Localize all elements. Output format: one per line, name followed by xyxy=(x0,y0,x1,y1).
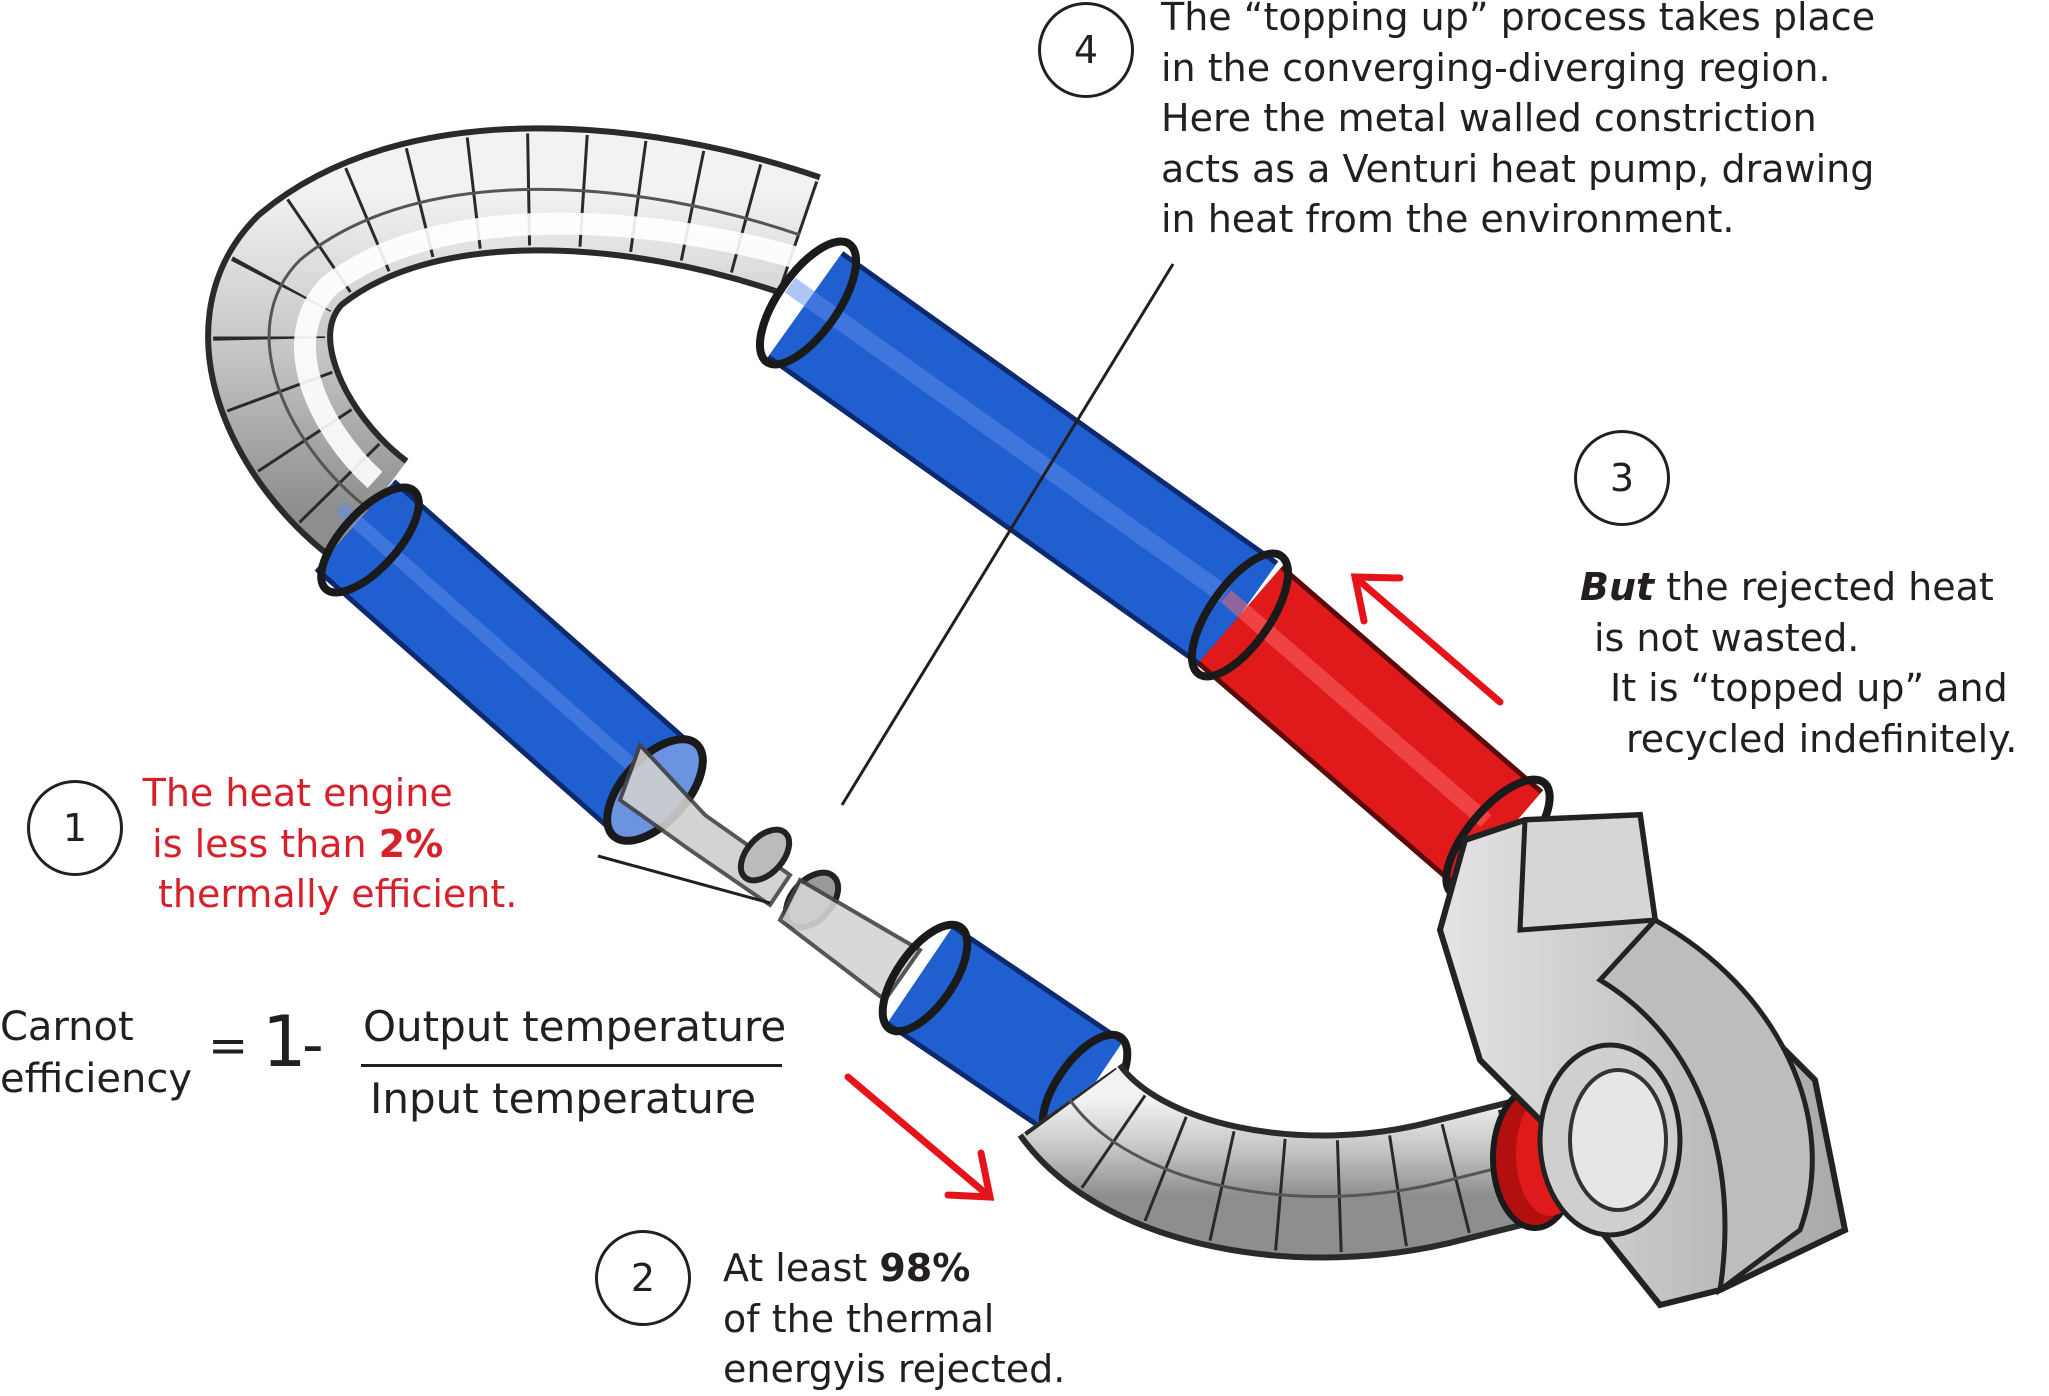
annotation-2-line: At least xyxy=(723,1246,880,1290)
pump-casing xyxy=(1436,811,1849,1309)
annotation-2-line: energyis rejected. xyxy=(723,1347,1066,1391)
annotation-3-line: is not wasted. xyxy=(1594,615,1860,660)
upper-blue-pipe xyxy=(766,251,1279,669)
leader-line-4 xyxy=(840,263,1175,806)
annotation-4-text: The “topping up” process takes place in … xyxy=(1161,0,1875,245)
lower-blue-pipe xyxy=(878,920,1132,1146)
formula-label-line: efficiency xyxy=(0,1056,193,1102)
annotation-4-line: acts as a Venturi heat pump, drawing xyxy=(1161,146,1875,191)
formula-fraction-bar xyxy=(361,1064,782,1067)
badge-1: 1 xyxy=(27,780,123,876)
formula-equals: = xyxy=(208,1018,249,1074)
annotation-1-line: is less than xyxy=(152,821,379,866)
annotation-4-line: Here the metal walled constriction xyxy=(1161,96,1817,140)
badge-2: 2 xyxy=(595,1230,691,1326)
annotation-2-line: of the thermal xyxy=(723,1296,995,1341)
venturi-section xyxy=(617,741,923,1003)
annotation-3-emphasis: But xyxy=(1580,565,1655,609)
formula-one: 1 xyxy=(262,1001,307,1083)
annotation-3-line: the rejected heat xyxy=(1654,565,1994,609)
annotation-4-line: The “topping up” process takes place xyxy=(1161,0,1876,39)
annotation-1-emphasis: 2% xyxy=(378,821,444,866)
formula-label-line: Carnot xyxy=(0,1004,134,1050)
left-blue-pipe xyxy=(314,479,707,845)
upper-left-bend xyxy=(205,125,821,562)
formula-numerator: Output temperature xyxy=(363,1002,787,1051)
annotation-1-line: thermally efficient. xyxy=(158,872,518,916)
annotation-2-emphasis: 98% xyxy=(879,1246,971,1290)
flow-arrow-down xyxy=(844,1073,995,1201)
formula-denominator: Input temperature xyxy=(370,1074,757,1123)
formula-label: Carnot efficiency xyxy=(0,1001,192,1105)
lower-bend xyxy=(1017,1060,1546,1261)
formula-minus: - xyxy=(302,1010,324,1080)
annotation-1-line: The heat engine xyxy=(142,771,453,815)
flow-arrow-up xyxy=(1350,573,1504,706)
annotation-1-text: The heat engine is less than 2% thermall… xyxy=(143,768,518,920)
annotation-4-line: in the converging-diverging region. xyxy=(1161,45,1831,90)
annotation-3-text: But the rejected heat is not wasted. It … xyxy=(1580,562,2017,764)
badge-3: 3 xyxy=(1574,430,1670,526)
annotation-2-text: At least 98% of the thermal energyis rej… xyxy=(723,1243,1065,1395)
annotation-4-line: in heat from the environment. xyxy=(1161,197,1735,241)
leader-line-1 xyxy=(597,854,771,905)
annotation-3-line: It is “topped up” and xyxy=(1610,666,2008,710)
upper-red-pipe xyxy=(1196,565,1544,890)
badge-4: 4 xyxy=(1038,2,1134,98)
annotation-3-line: recycled indefinitely. xyxy=(1626,716,2018,761)
